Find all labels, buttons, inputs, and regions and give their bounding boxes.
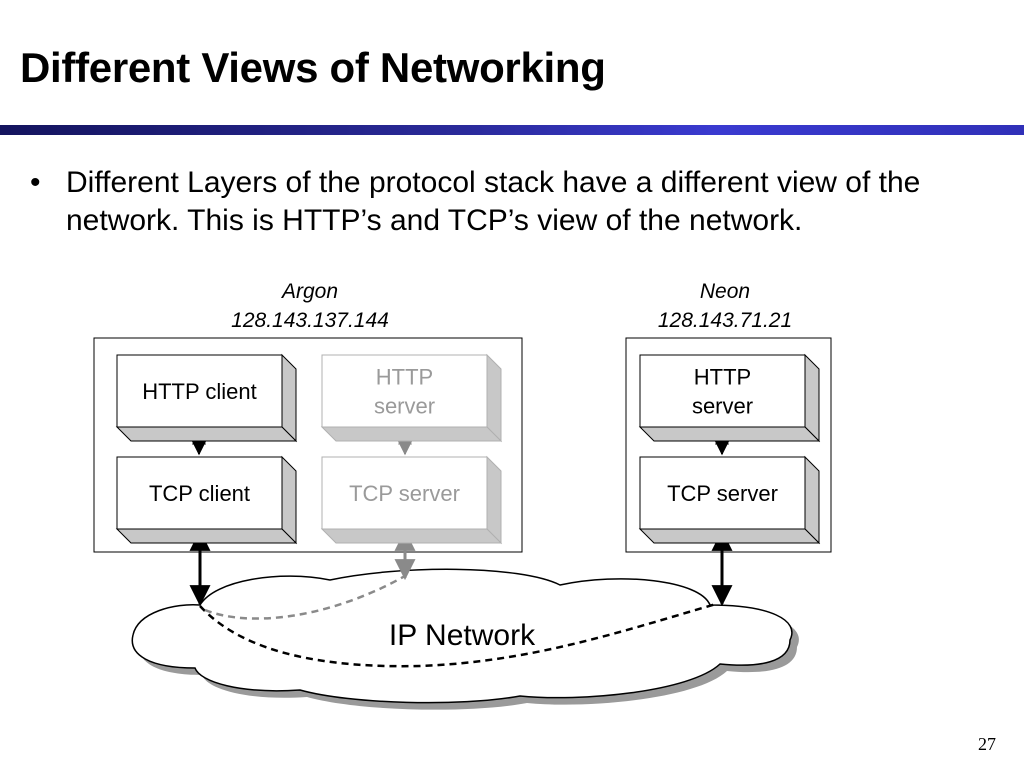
tcp-connection-path bbox=[199, 602, 717, 668]
bullet-text: Different Layers of the protocol stack h… bbox=[66, 166, 921, 237]
argon-http-client-box: HTTP client bbox=[115, 353, 298, 443]
neon-http-server-label: HTTP bbox=[694, 365, 751, 390]
neon-http-server-label: server bbox=[692, 394, 753, 419]
argon-http-server-box: HTTP server bbox=[320, 353, 503, 443]
host-ip-argon: 128.143.137.144 bbox=[231, 309, 389, 332]
slide-title: Different Views of Networking bbox=[20, 44, 606, 91]
neon-tcp-server-box: TCP server bbox=[638, 455, 821, 545]
ip-network-label: IP Network bbox=[389, 619, 536, 652]
title-divider bbox=[0, 125, 1024, 135]
argon-http-client-label: HTTP client bbox=[142, 379, 257, 404]
host-name-neon: Neon bbox=[700, 280, 750, 303]
neon-http-server-box: HTTP server bbox=[638, 353, 821, 443]
host-ip-neon: 128.143.71.21 bbox=[658, 309, 792, 332]
argon-tcp-server-box: TCP server bbox=[320, 455, 503, 545]
argon-tcp-client-label: TCP client bbox=[149, 481, 250, 506]
slide-number: 27 bbox=[978, 734, 996, 754]
argon-http-server-label: HTTP bbox=[376, 365, 433, 390]
host-name-argon: Argon bbox=[280, 280, 338, 303]
ip-network-cloud bbox=[131, 568, 799, 710]
neon-tcp-server-label: TCP server bbox=[667, 481, 778, 506]
argon-http-server-label: server bbox=[374, 394, 435, 419]
argon-tcp-server-label: TCP server bbox=[349, 481, 460, 506]
argon-tcp-client-box: TCP client bbox=[115, 455, 298, 545]
bullet-marker: • bbox=[30, 166, 41, 199]
faded-connection-path bbox=[204, 574, 406, 620]
